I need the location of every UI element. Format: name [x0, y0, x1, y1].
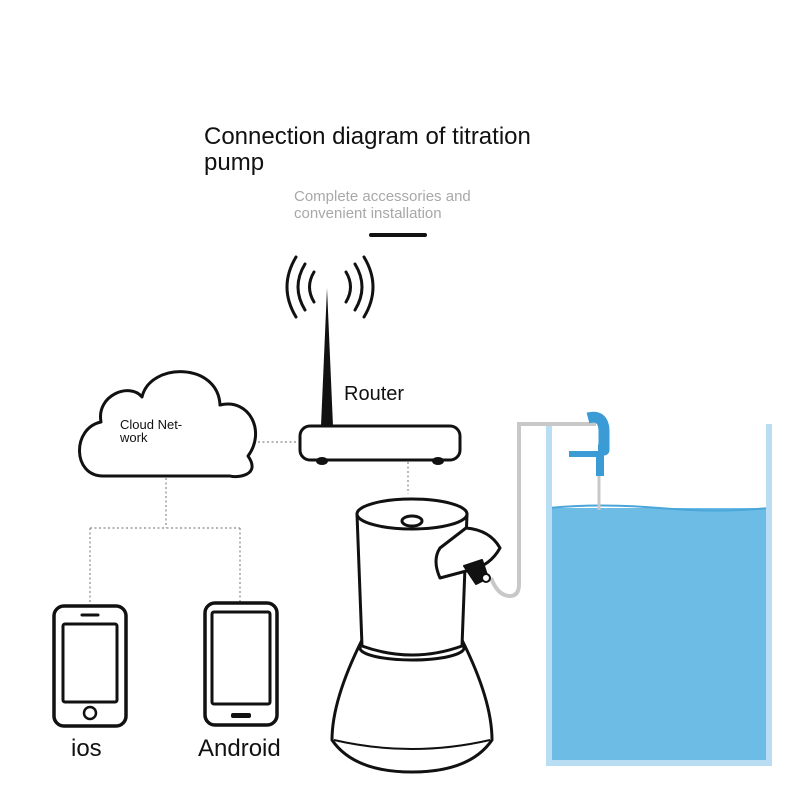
android-phone-home-bar — [231, 713, 251, 718]
tank-walls — [546, 424, 772, 766]
pump-body — [355, 512, 469, 657]
android-phone-screen — [210, 610, 272, 706]
android-label: Android — [198, 735, 281, 762]
wifi-signal-icon — [285, 255, 375, 319]
router-icon — [298, 288, 462, 465]
connection-lines — [89, 441, 409, 608]
water-tank-icon — [546, 424, 772, 766]
ios-label: ios — [71, 735, 102, 762]
ios-phone-home-button — [82, 705, 98, 721]
titration-pump-icon — [330, 497, 502, 774]
title-divider — [369, 233, 427, 237]
cloud-icon — [78, 370, 258, 479]
router-antenna — [321, 288, 333, 426]
router-body — [298, 424, 462, 462]
cloud-label-line1: Cloud Net- — [120, 417, 183, 432]
pump-base — [330, 638, 494, 774]
router-foot-left — [316, 457, 328, 465]
cloud-label: Cloud Net- work — [120, 418, 210, 444]
page-subtitle: Complete accessories and convenient inst… — [294, 188, 471, 222]
pump-lid — [355, 497, 469, 531]
cloud-label-line2: work — [120, 430, 148, 445]
android-phone-icon — [203, 601, 279, 727]
ios-phone-screen — [61, 622, 119, 704]
smartphone-icon — [52, 604, 128, 728]
router-label: Router — [344, 383, 405, 405]
feed-tube — [489, 422, 596, 599]
page-title: Connection diagram of titration pump — [204, 123, 531, 176]
level-probe-icon — [569, 411, 610, 510]
router-foot-right — [432, 457, 444, 465]
tank-water — [549, 508, 769, 763]
